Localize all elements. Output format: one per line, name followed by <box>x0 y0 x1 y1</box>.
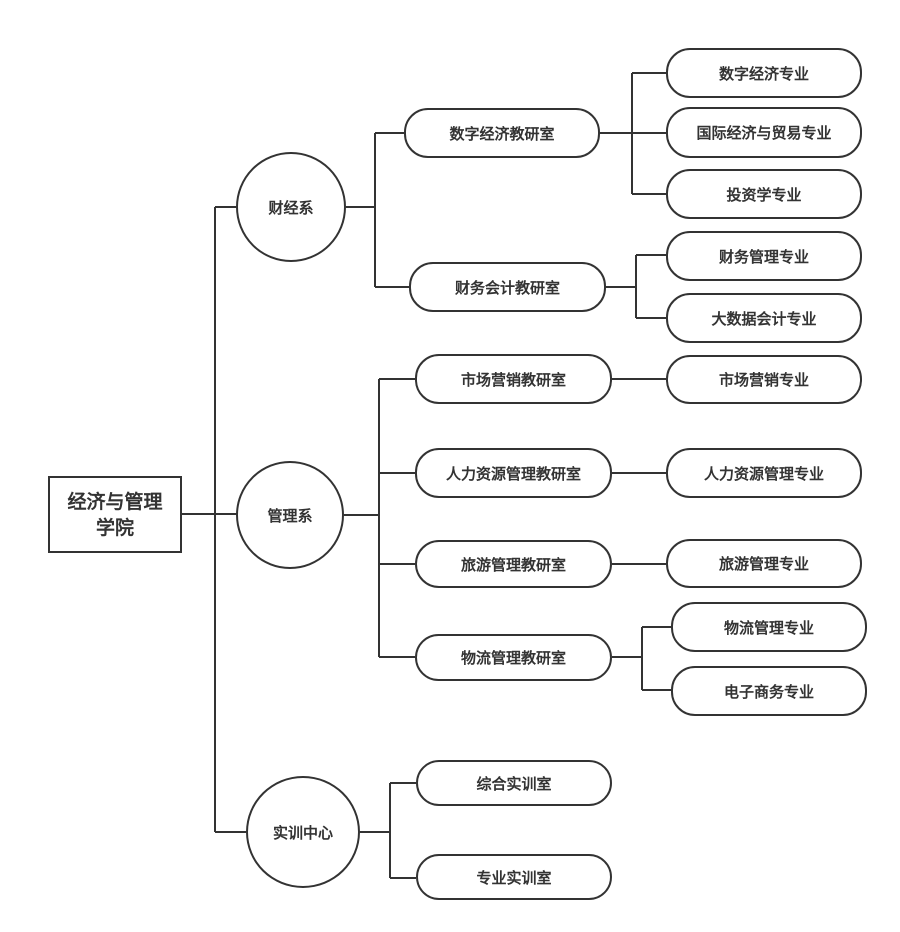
office-node: 市场营销教研室 <box>415 354 612 404</box>
major-node: 市场营销专业 <box>666 355 862 404</box>
office-label: 市场营销教研室 <box>460 370 566 389</box>
office-node: 专业实训室 <box>416 854 612 900</box>
office-label: 旅游管理教研室 <box>460 555 566 574</box>
department-node: 财经系 <box>236 152 346 262</box>
major-label: 财务管理专业 <box>718 247 809 266</box>
office-node: 物流管理教研室 <box>415 634 612 681</box>
office-node: 人力资源管理教研室 <box>415 448 612 498</box>
department-label: 财经系 <box>268 198 314 217</box>
office-node: 旅游管理教研室 <box>415 540 612 588</box>
major-label: 国际经济与贸易专业 <box>696 124 832 142</box>
connector-szjj <box>600 72 666 195</box>
department-label: 管理系 <box>267 506 313 525</box>
major-label: 人力资源管理专业 <box>703 464 824 483</box>
major-label: 市场营销专业 <box>718 371 809 389</box>
major-label: 物流管理专业 <box>723 618 814 637</box>
office-node: 财务会计教研室 <box>409 262 606 312</box>
root-label: 经济与管理学院 <box>67 490 163 539</box>
department-node: 管理系 <box>236 461 344 569</box>
root-node: 经济与管理学院 <box>48 476 182 553</box>
office-node: 数字经济教研室 <box>404 108 600 158</box>
connector-majors <box>612 378 666 565</box>
connector-cwkj <box>606 254 666 319</box>
connector-shixun <box>360 782 416 879</box>
department-label: 实训中心 <box>272 823 333 842</box>
major-label: 电子商务专业 <box>723 682 814 701</box>
office-label: 财务会计教研室 <box>454 278 560 297</box>
department-node: 实训中心 <box>246 776 360 888</box>
major-label: 投资学专业 <box>726 185 802 204</box>
major-node: 旅游管理专业 <box>666 539 862 588</box>
major-label: 数字经济专业 <box>718 64 809 83</box>
connector-wuliu <box>612 626 671 691</box>
office-label: 综合实训室 <box>476 774 552 793</box>
major-label: 大数据会计专业 <box>711 309 817 328</box>
major-node: 国际经济与贸易专业 <box>666 107 862 158</box>
major-node: 大数据会计专业 <box>666 293 862 343</box>
office-label: 人力资源管理教研室 <box>445 464 581 483</box>
major-node: 财务管理专业 <box>666 231 862 281</box>
major-node: 投资学专业 <box>666 169 862 219</box>
major-label: 旅游管理专业 <box>718 555 809 573</box>
connector-guanli <box>344 378 415 658</box>
major-node: 电子商务专业 <box>671 666 867 716</box>
connector-caijing <box>346 132 409 288</box>
major-node: 物流管理专业 <box>671 602 867 652</box>
office-label: 专业实训室 <box>476 868 552 887</box>
office-label: 数字经济教研室 <box>449 124 555 143</box>
connector-root <box>182 206 246 833</box>
office-node: 综合实训室 <box>416 760 612 806</box>
major-node: 数字经济专业 <box>666 48 862 98</box>
office-label: 物流管理教研室 <box>460 649 566 667</box>
major-node: 人力资源管理专业 <box>666 448 862 498</box>
